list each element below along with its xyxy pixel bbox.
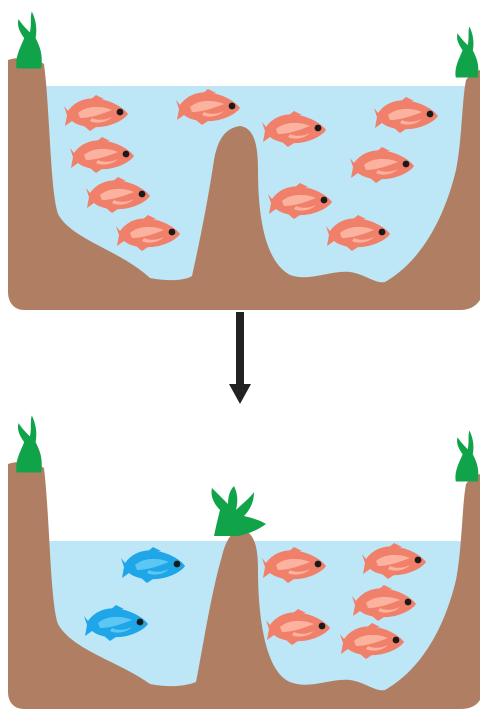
seaweed-icon <box>16 416 42 473</box>
panel-before <box>8 11 480 310</box>
seaweed-icon <box>455 27 478 78</box>
arrow-down-icon <box>229 312 251 404</box>
seaweed-icon <box>16 11 42 68</box>
seaweed-icon <box>455 431 478 482</box>
seaweed-icon <box>211 486 266 536</box>
panel-after <box>8 416 480 709</box>
